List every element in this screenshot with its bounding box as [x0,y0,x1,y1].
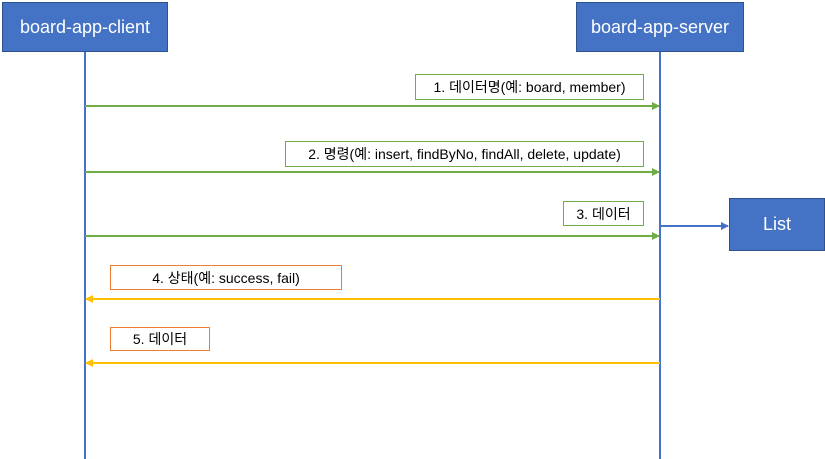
server-participant: board-app-server [576,2,744,52]
message-2-label: 2. 명령(예: insert, findByNo, findAll, dele… [285,141,644,167]
message-1-label: 1. 데이터명(예: board, member) [415,74,644,100]
message-4-label: 4. 상태(예: success, fail) [110,265,342,290]
server-participant-label: board-app-server [590,16,730,37]
client-participant-label: board-app-client [19,16,151,37]
list-store-label: List [762,214,791,234]
message-3-label: 3. 데이터 [563,201,644,226]
list-store-box: List [729,198,825,251]
message-5-label: 5. 데이터 [110,327,210,351]
client-participant: board-app-client [2,2,168,52]
